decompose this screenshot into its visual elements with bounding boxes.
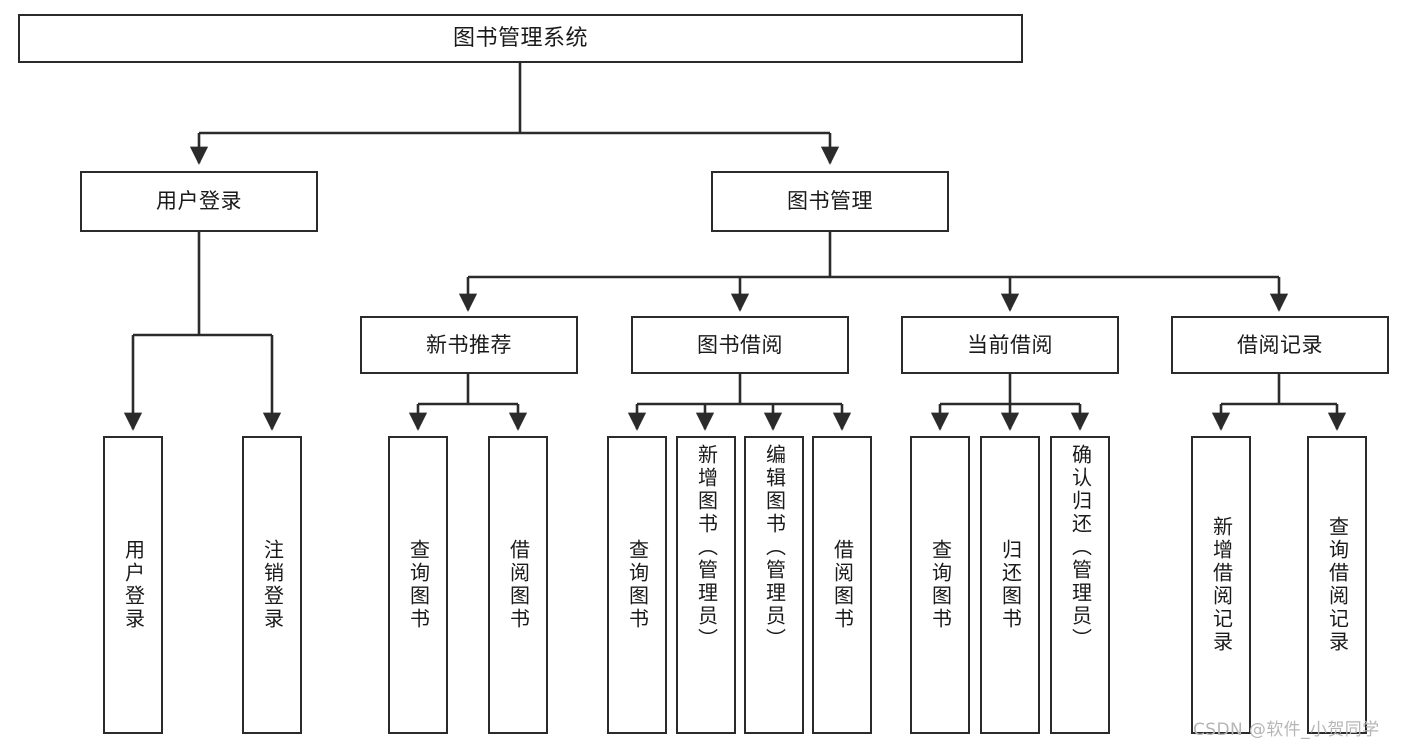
csdn-watermark: CSDN @软件_小贺同学 <box>1193 720 1380 740</box>
node-book-borrow-label: 图书借阅 <box>697 332 783 357</box>
node-leaf-query-book-3[interactable]: 查询图书 <box>910 436 970 734</box>
node-leaf-return-book[interactable]: 归还图书 <box>980 436 1040 734</box>
node-borrow-record-label: 借阅记录 <box>1237 332 1323 357</box>
node-current-borrow[interactable]: 当前借阅 <box>901 316 1119 374</box>
node-leaf-user-login-label: 用户登录 <box>121 539 146 631</box>
node-new-book-rec[interactable]: 新书推荐 <box>360 316 578 374</box>
node-leaf-borrow-book-1[interactable]: 借阅图书 <box>488 436 548 734</box>
node-leaf-borrow-book-2-label: 借阅图书 <box>830 539 855 631</box>
node-leaf-query-book-2-label: 查询图书 <box>625 539 650 631</box>
node-leaf-borrow-book-1-label: 借阅图书 <box>506 539 531 631</box>
node-leaf-query-record[interactable]: 查询借阅记录 <box>1307 436 1367 734</box>
node-leaf-add-record-label: 新增借阅记录 <box>1209 516 1234 654</box>
node-book-borrow[interactable]: 图书借阅 <box>631 316 849 374</box>
node-new-book-rec-label: 新书推荐 <box>426 332 512 357</box>
node-root-label: 图书管理系统 <box>452 25 588 51</box>
node-leaf-query-book-2[interactable]: 查询图书 <box>607 436 667 734</box>
node-leaf-add-book[interactable]: 新增图书（管理员） <box>676 436 736 734</box>
node-leaf-add-book-label: 新增图书（管理员） <box>694 444 719 651</box>
node-leaf-user-logout[interactable]: 注销登录 <box>242 436 302 734</box>
node-leaf-query-book-1-label: 查询图书 <box>406 539 431 631</box>
node-leaf-user-login[interactable]: 用户登录 <box>103 436 163 734</box>
node-borrow-record[interactable]: 借阅记录 <box>1171 316 1389 374</box>
node-leaf-confirm-return-label: 确认归还（管理员） <box>1068 444 1093 651</box>
node-user-login-label: 用户登录 <box>156 189 242 214</box>
node-user-login[interactable]: 用户登录 <box>80 171 318 232</box>
node-root[interactable]: 图书管理系统 <box>18 14 1023 63</box>
node-current-borrow-label: 当前借阅 <box>967 332 1053 357</box>
node-leaf-add-record[interactable]: 新增借阅记录 <box>1191 436 1251 734</box>
node-leaf-return-book-label: 归还图书 <box>998 539 1023 631</box>
node-leaf-borrow-book-2[interactable]: 借阅图书 <box>812 436 872 734</box>
node-leaf-user-logout-label: 注销登录 <box>260 539 285 631</box>
node-leaf-query-record-label: 查询借阅记录 <box>1325 516 1350 654</box>
node-book-manage-label: 图书管理 <box>787 189 873 214</box>
node-leaf-edit-book-label: 编辑图书（管理员） <box>762 444 787 651</box>
node-leaf-edit-book[interactable]: 编辑图书（管理员） <box>744 436 804 734</box>
node-leaf-query-book-1[interactable]: 查询图书 <box>388 436 448 734</box>
node-book-manage[interactable]: 图书管理 <box>711 171 949 232</box>
node-leaf-query-book-3-label: 查询图书 <box>928 539 953 631</box>
node-leaf-confirm-return[interactable]: 确认归还（管理员） <box>1050 436 1110 734</box>
